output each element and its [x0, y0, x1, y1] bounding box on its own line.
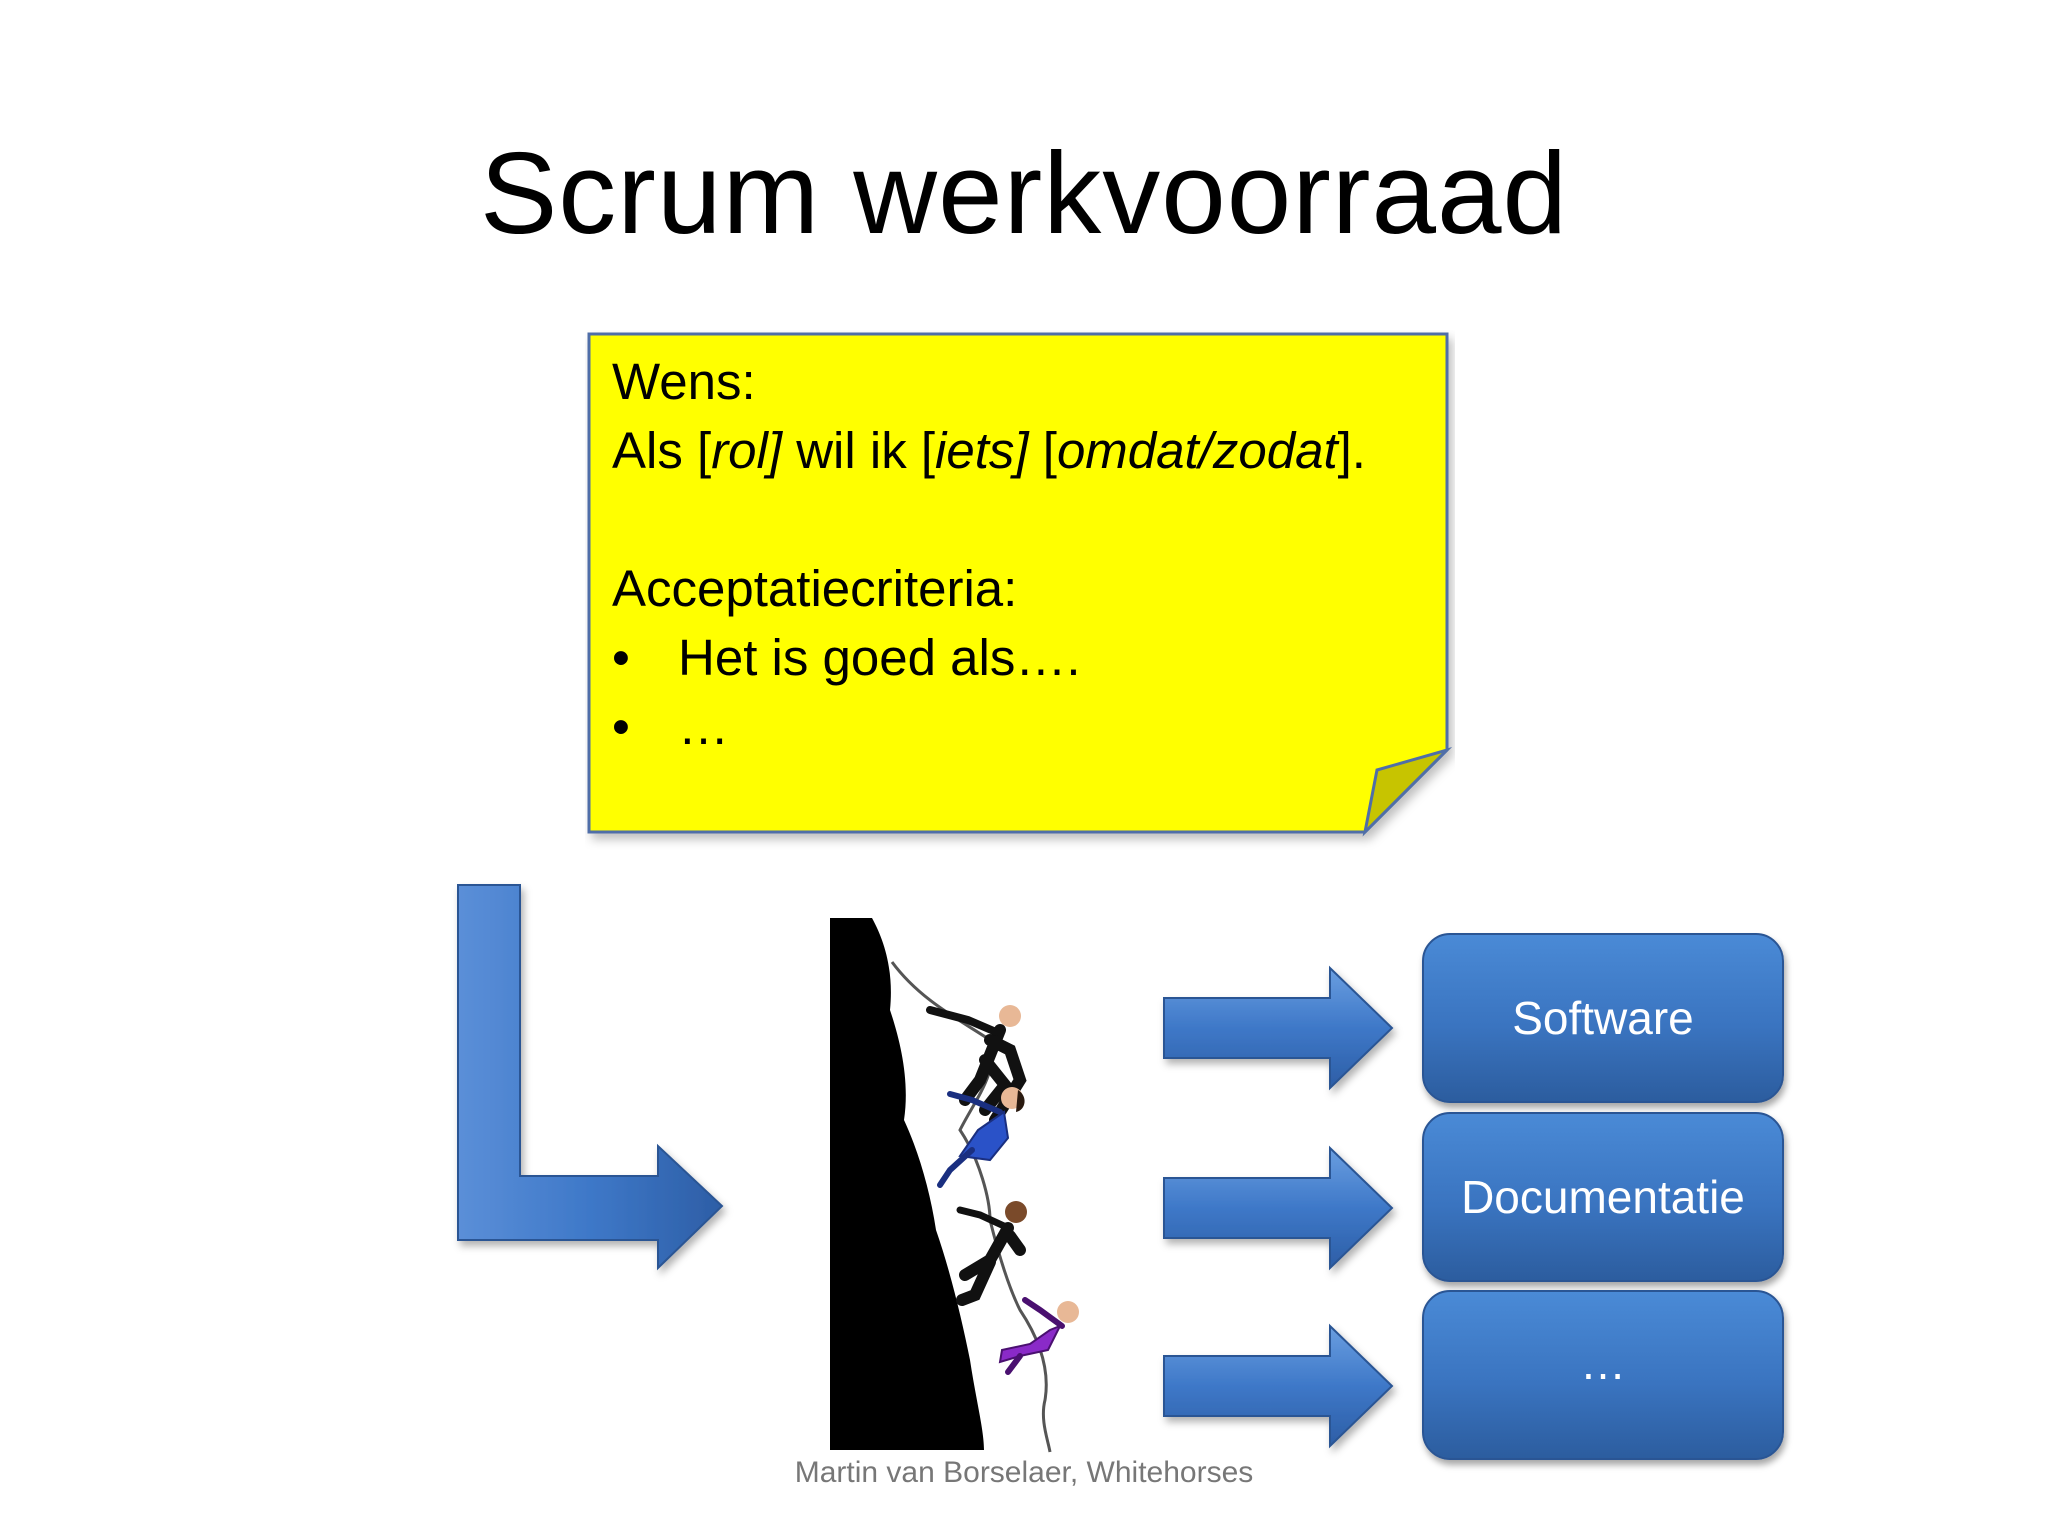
wish-heading: Wens:	[612, 353, 756, 410]
sticky-note	[587, 332, 1453, 837]
climber-icon	[937, 1087, 1025, 1188]
climber-icon	[956, 1201, 1027, 1306]
bullet-icon: •	[612, 629, 630, 686]
outcome-label: …	[1580, 1337, 1626, 1389]
sticky-note-text: Wens: Als [rol] wil ik [iets] [omdat/zod…	[612, 347, 1442, 761]
bent-arrow-icon	[457, 884, 724, 1271]
wish-role: rol]	[711, 422, 783, 479]
criteria-item: • Het is goed als….	[612, 623, 1442, 692]
climber-icon	[998, 1297, 1079, 1375]
outcome-box-documentatie: Documentatie	[1422, 1112, 1784, 1282]
wish-part: wil ik [	[782, 422, 936, 479]
outcome-label: Software	[1512, 992, 1694, 1044]
wish-part: Als [	[612, 422, 712, 479]
criteria-heading: Acceptatiecriteria:	[612, 560, 1018, 617]
wish-part: ].	[1337, 422, 1366, 479]
rope-icon	[890, 961, 1052, 1453]
outcome-box-software: Software	[1422, 933, 1784, 1103]
criteria-text: Het is goed als….	[678, 629, 1081, 686]
wish-what: iets]	[935, 422, 1029, 479]
outcome-box-more: …	[1422, 1290, 1784, 1460]
bullet-icon: •	[612, 698, 630, 755]
wish-sentence: Als [rol] wil ik [iets] [omdat/zodat].	[612, 416, 1442, 485]
wish-why: omdat/zodat	[1056, 422, 1338, 479]
right-arrow-icon	[1163, 1323, 1394, 1449]
wish-part: [	[1028, 422, 1057, 479]
sticky-note-fold	[1362, 746, 1453, 837]
rock-cliff-icon	[830, 918, 984, 1450]
criteria-text: …	[678, 698, 729, 755]
outcome-label: Documentatie	[1461, 1171, 1745, 1223]
right-arrow-icon	[1163, 1145, 1394, 1271]
slide-title: Scrum werkvoorraad	[479, 128, 1569, 258]
right-arrow-icon	[1163, 965, 1394, 1091]
criteria-item: • …	[612, 692, 1442, 761]
slide-footer: Martin van Borselaer, Whitehorses	[794, 1456, 1254, 1489]
